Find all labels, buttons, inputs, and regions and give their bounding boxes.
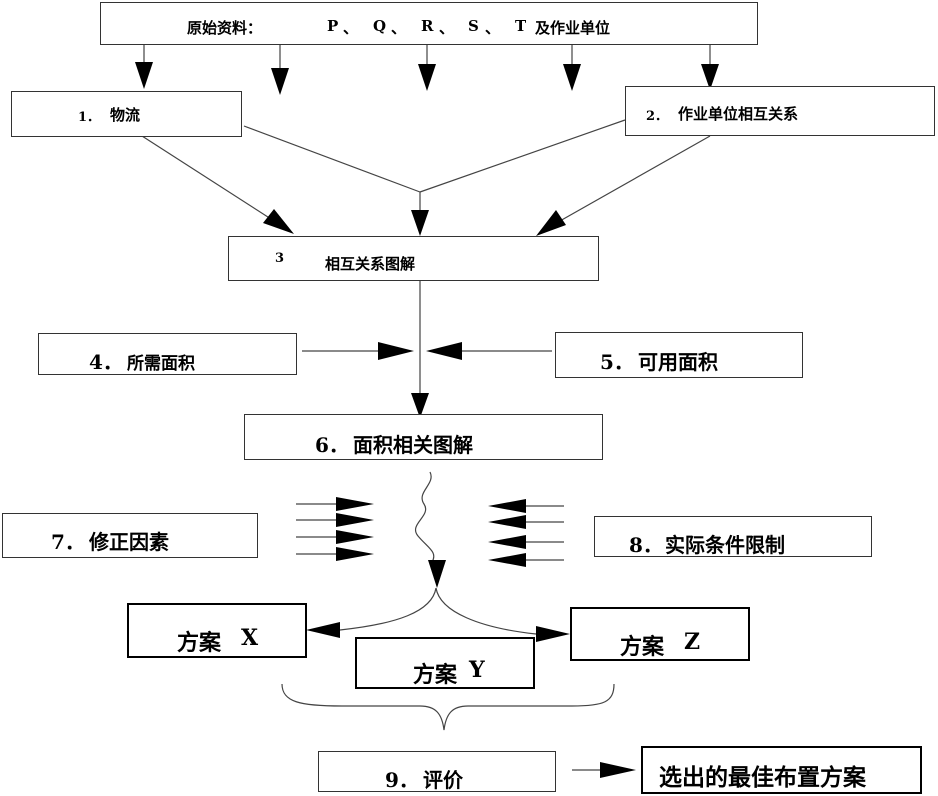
source-item-p: P [327, 17, 339, 35]
flow-number: 1． [78, 110, 101, 125]
modify-arrows [296, 497, 374, 561]
area-label: 面积相关图解 [353, 433, 473, 457]
limit-arrows [488, 499, 564, 567]
relation-label: 作业单位相互关系 [678, 105, 799, 123]
required-area-box: 4． 所需面积 [38, 333, 297, 375]
source-data-box: 原始资料： P 、 Q 、 R 、 S 、 T 及作业单位 [100, 2, 758, 45]
modify-label: 修正因素 [89, 530, 169, 554]
available-label: 可用面积 [638, 350, 718, 374]
flow-label: 物流 [110, 106, 141, 124]
source-sep-1: 、 [343, 19, 359, 37]
best-layout-box: 选出的最佳布置方案 [641, 746, 922, 794]
plan-z-box: 方案 Z [570, 607, 750, 661]
area-number: 6． [315, 433, 349, 457]
converge-to-diagram [141, 119, 711, 236]
source-sep-2: 、 [391, 19, 407, 37]
evaluate-to-best [572, 762, 636, 778]
plan-y-letter: Y [469, 657, 485, 683]
evaluate-box: 9． 评价 [318, 751, 556, 792]
relation-number: 2． [646, 109, 669, 124]
plan-x-letter: X [241, 625, 259, 651]
evaluate-number: 9． [385, 768, 419, 792]
best-label: 选出的最佳布置方案 [659, 764, 866, 791]
plan-y-box: 方案 Y [355, 637, 535, 689]
plan-y-label: 方案 [413, 662, 458, 688]
available-area-box: 5． 可用面积 [555, 332, 803, 378]
plan-branches [306, 587, 570, 642]
diagram-label: 相互关系图解 [325, 255, 416, 273]
source-suffix: 及作业单位 [535, 19, 611, 37]
area-diagram-box: 6． 面积相关图解 [244, 414, 603, 460]
limits-number: 8． [629, 533, 663, 557]
wavy-connector [415, 471, 446, 588]
limits-label: 实际条件限制 [665, 533, 785, 557]
plan-x-label: 方案 [177, 630, 222, 656]
source-sep-4: 、 [485, 19, 501, 37]
available-number: 5． [600, 350, 634, 374]
plan-z-letter: Z [684, 629, 701, 655]
required-number: 4． [89, 350, 123, 374]
evaluate-label: 评价 [423, 768, 463, 792]
diagram-number: 3 [275, 251, 285, 266]
required-label: 所需面积 [127, 354, 195, 374]
source-item-s: S [468, 17, 479, 35]
source-label: 原始资料： [187, 19, 263, 37]
flow-box: 1． 物流 [11, 91, 242, 137]
actual-limits-box: 8． 实际条件限制 [594, 516, 872, 557]
source-item-t: T [515, 17, 527, 35]
source-sep-3: 、 [439, 19, 455, 37]
plan-z-label: 方案 [620, 634, 665, 660]
relation-diagram-box: 3 相互关系图解 [228, 236, 599, 281]
evaluation-brace [281, 683, 615, 731]
modify-factors-box: 7． 修正因素 [2, 513, 258, 558]
modify-number: 7． [51, 530, 85, 554]
source-item-q: Q [373, 17, 387, 35]
plan-x-box: 方案 X [127, 603, 307, 658]
source-item-r: R [421, 17, 434, 35]
relation-box: 2． 作业单位相互关系 [625, 86, 935, 136]
diagram-to-area [302, 280, 552, 418]
source-down-arrows [135, 44, 719, 95]
